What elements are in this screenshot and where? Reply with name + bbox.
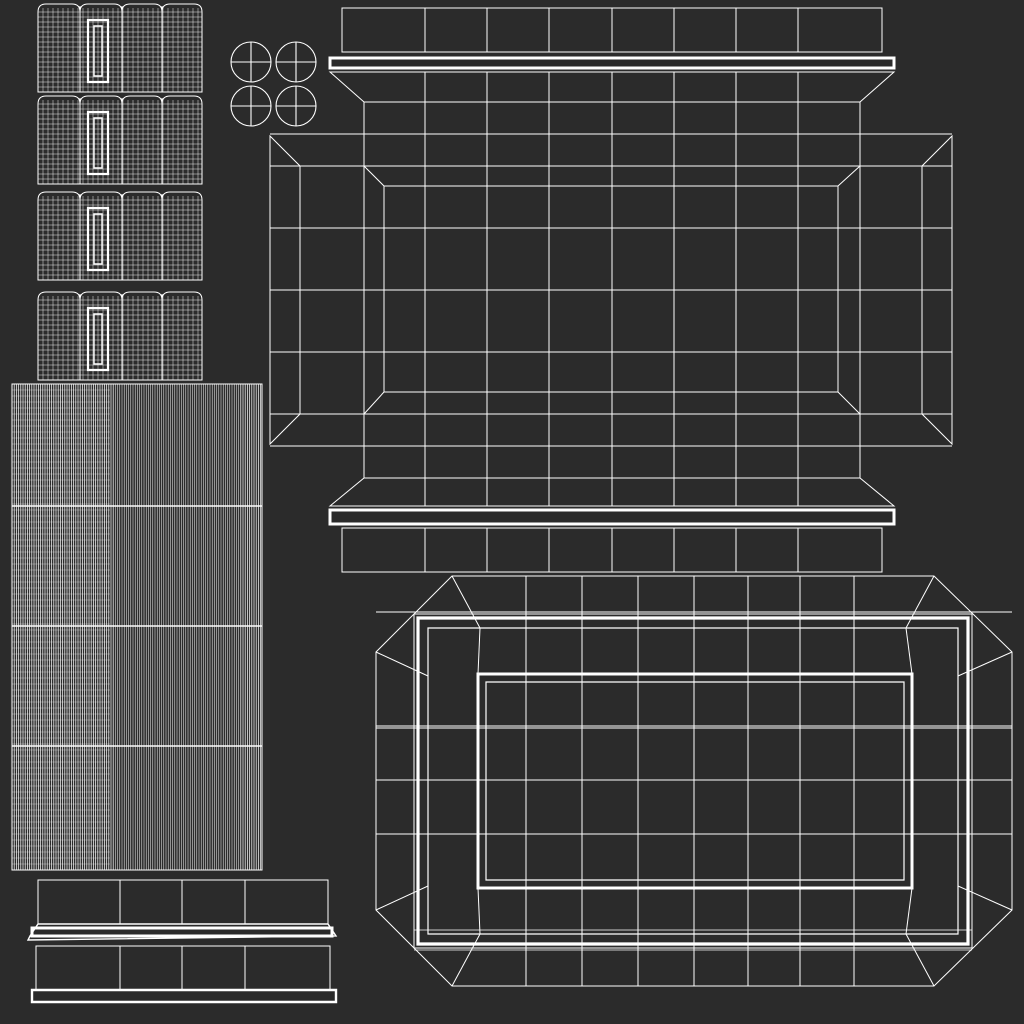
plinth-band: [32, 928, 332, 936]
post-island: [38, 292, 202, 380]
tray-floor-outer: [478, 674, 912, 888]
tray-bevel: [478, 628, 480, 674]
post-slot-inner: [94, 214, 102, 264]
post-island: [38, 96, 202, 184]
post-slot-outer: [88, 112, 108, 174]
bench-top-band: [330, 58, 894, 68]
bench-bottom-band: [330, 510, 894, 524]
post-slot-inner: [94, 314, 102, 364]
bolt-head: [231, 42, 271, 82]
tray-bevel: [478, 888, 480, 934]
tray-rim-inner: [428, 628, 958, 934]
bolt-head-islands: [231, 42, 316, 126]
post-slot-inner: [94, 118, 102, 168]
column-strip-island: [12, 384, 262, 870]
post-slot-outer: [88, 208, 108, 270]
tray-bevel: [906, 628, 912, 674]
bench-top-island: [270, 8, 952, 572]
tray-bevel: [452, 576, 480, 628]
tray-bevel: [452, 934, 480, 986]
tray-bevel: [376, 652, 428, 676]
bolt-head: [276, 42, 316, 82]
bench-corner: [364, 166, 384, 186]
post-slot-inner: [94, 26, 102, 76]
tray-bevel: [906, 576, 934, 628]
bench-corner: [364, 392, 384, 414]
bench-inner-frame: [384, 186, 838, 392]
base-plinth-island: [28, 880, 336, 1002]
bolt-head: [276, 86, 316, 126]
tray-bevel: [906, 888, 912, 934]
bolt-head: [231, 86, 271, 126]
post-island: [38, 4, 202, 92]
post-slot-outer: [88, 20, 108, 82]
tray-floor-inner: [486, 682, 904, 880]
post-slot-outer: [88, 308, 108, 370]
tray-bevel: [958, 652, 1012, 676]
bench-corner: [838, 166, 860, 186]
plinth-foot: [32, 990, 336, 1002]
corner-post-islands: [38, 4, 202, 380]
bench-corner: [838, 392, 860, 414]
tray-bevel: [958, 886, 1012, 910]
tray-rim-outer: [414, 614, 972, 948]
post-island: [38, 192, 202, 280]
tray-bevel: [906, 934, 934, 986]
tray-island: [376, 576, 1012, 986]
tray-rim: [418, 618, 968, 944]
tray-bevel: [376, 886, 428, 910]
